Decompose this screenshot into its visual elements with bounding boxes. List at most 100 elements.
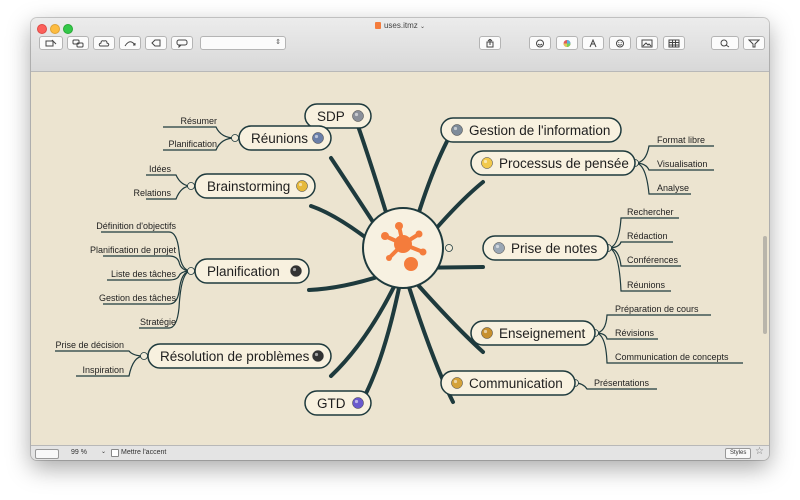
leaf-node[interactable]: Présentations — [594, 378, 650, 388]
node-gestion[interactable]: Gestion de l'information — [440, 117, 622, 143]
leaf-node[interactable]: Communication de concepts — [615, 352, 729, 362]
vertical-scrollbar[interactable] — [763, 236, 767, 334]
leaf-node[interactable]: Analyse — [657, 183, 689, 193]
font-icon — [589, 38, 597, 47]
style-select[interactable]: ⇕ — [200, 36, 286, 50]
node-prise_notes[interactable]: Prise de notes — [482, 235, 609, 261]
image-button[interactable] — [636, 36, 658, 50]
comment-icon — [176, 39, 188, 48]
add-child-button[interactable] — [67, 36, 89, 50]
leaf-node[interactable]: Réunions — [627, 280, 666, 290]
zoom-level[interactable]: 99 % — [71, 449, 87, 456]
window-title-text: uses.itmz — [383, 21, 418, 30]
leaf-node[interactable]: Rechercher — [627, 207, 674, 217]
node-sdp[interactable]: SDP — [304, 103, 372, 129]
accent-checkbox[interactable] — [111, 449, 119, 457]
node-processus[interactable]: Processus de pensée — [470, 150, 636, 176]
leaf-node[interactable]: Planification de projet — [90, 245, 177, 255]
window-title[interactable]: uses.itmz ⌄ — [31, 21, 769, 30]
cloud-button[interactable] — [93, 36, 115, 50]
central-node[interactable] — [362, 207, 444, 289]
callout-icon — [151, 39, 161, 46]
share-button[interactable] — [479, 36, 501, 50]
star-icon[interactable]: ☆ — [755, 446, 764, 457]
leaf-node[interactable]: Relations — [133, 188, 171, 198]
table-icon — [668, 39, 680, 47]
leaf-node[interactable]: Idées — [149, 164, 172, 174]
shield-icon — [352, 397, 364, 409]
leaf-node[interactable]: Liste des tâches — [111, 269, 177, 279]
node-enseignement[interactable]: Enseignement — [470, 320, 596, 346]
leaf-node[interactable]: Préparation de cours — [615, 304, 699, 314]
filter-icon — [748, 39, 760, 47]
leaf-node[interactable]: Gestion des tâches — [99, 293, 177, 303]
leaf-node[interactable]: Inspiration — [82, 365, 124, 375]
leaf-node[interactable]: Planification — [168, 139, 217, 149]
broom-icon — [481, 327, 493, 339]
node-label: Enseignement — [499, 326, 586, 341]
envelope-icon — [493, 242, 505, 254]
node-label: Brainstorming — [207, 179, 290, 194]
emoji-icon — [536, 39, 544, 47]
leaf-node[interactable]: Rédaction — [627, 231, 668, 241]
node-label: Planification — [207, 264, 280, 279]
ithoughts-logo-icon — [381, 222, 427, 271]
filter-button[interactable] — [743, 36, 765, 50]
status-bar: 99 % ⌄ Mettre l'accent Styles ☆ — [31, 445, 769, 460]
new-topic-icon — [45, 39, 57, 46]
color-button[interactable] — [556, 36, 578, 50]
new-topic-button[interactable] — [39, 36, 63, 50]
leaf-node[interactable]: Conférences — [627, 255, 679, 265]
node-gtd[interactable]: GTD — [304, 390, 372, 416]
cloud-icon — [98, 39, 110, 46]
image-icon — [641, 39, 653, 47]
pencil-icon — [296, 180, 308, 192]
node-reunions[interactable]: Réunions — [238, 125, 332, 151]
leaf-node[interactable]: Format libre — [657, 135, 705, 145]
search-button[interactable] — [711, 36, 739, 50]
chevron-down-icon[interactable]: ⌄ — [101, 449, 107, 455]
node-brainstorming[interactable]: Brainstorming — [194, 173, 316, 199]
close-window-button[interactable] — [37, 24, 47, 34]
node-label: Réunions — [251, 131, 308, 146]
database-icon — [451, 124, 463, 136]
mindmap: SDPRéunionsBrainstormingPlanificationRés… — [55, 103, 743, 416]
font-button[interactable] — [582, 36, 604, 50]
leaf-node[interactable]: Stratégie — [140, 317, 176, 327]
leaf-node[interactable]: Révisions — [615, 328, 655, 338]
gear-icon — [352, 110, 364, 122]
styles-button[interactable]: Styles — [725, 448, 752, 459]
app-window: uses.itmz ⌄ ⇕ — [31, 18, 769, 460]
node-resolution[interactable]: Résolution de problèmes — [147, 343, 332, 369]
bomb-icon — [312, 350, 324, 362]
search-icon — [720, 39, 730, 47]
node-planification[interactable]: Planification — [194, 258, 310, 284]
lightbulb-icon — [481, 157, 493, 169]
leaf-node[interactable]: Prise de décision — [55, 340, 124, 350]
minimize-window-button[interactable] — [50, 24, 60, 34]
maximize-window-button[interactable] — [63, 24, 73, 34]
callout-button[interactable] — [145, 36, 167, 50]
share-icon — [486, 38, 494, 47]
chevron-updown-icon: ⇕ — [275, 39, 281, 46]
node-label: SDP — [317, 109, 345, 124]
smiley-icon — [616, 39, 624, 47]
smiley-button[interactable] — [609, 36, 631, 50]
leaf-node[interactable]: Définition d'objectifs — [96, 221, 176, 231]
sidebar-toggle-button[interactable] — [35, 449, 59, 459]
people-icon — [312, 132, 324, 144]
table-button[interactable] — [663, 36, 685, 50]
node-communication[interactable]: Communication — [440, 370, 576, 396]
document-icon — [374, 22, 381, 29]
relation-icon — [124, 40, 136, 46]
add-child-icon — [72, 39, 84, 47]
leaf-node[interactable]: Visualisation — [657, 159, 707, 169]
emoji-button[interactable] — [529, 36, 551, 50]
comment-button[interactable] — [171, 36, 193, 50]
node-label: Processus de pensée — [499, 156, 629, 171]
relation-button[interactable] — [119, 36, 141, 50]
leaf-node[interactable]: Résumer — [180, 116, 217, 126]
key-icon — [451, 377, 463, 389]
node-label: Communication — [469, 376, 563, 391]
